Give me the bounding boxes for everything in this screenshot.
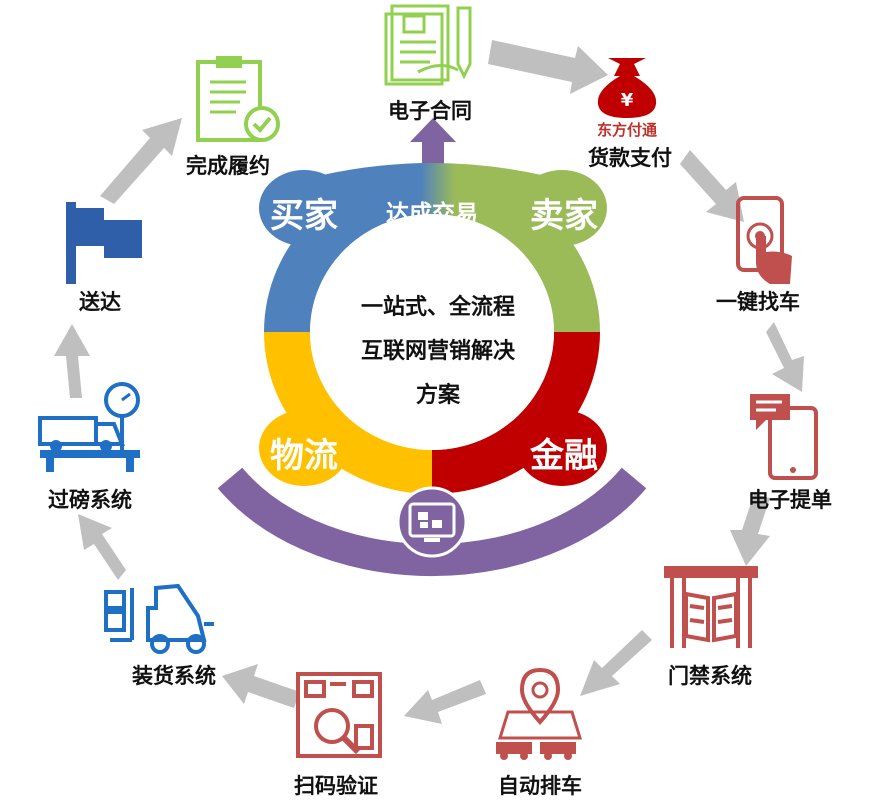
contract-icon bbox=[384, 4, 472, 86]
svg-text:¥: ¥ bbox=[621, 90, 634, 111]
flag-icon bbox=[66, 202, 142, 284]
monitor-icon bbox=[396, 486, 468, 558]
bubble-buyer bbox=[259, 170, 349, 246]
flow-arrow bbox=[488, 40, 608, 94]
ring-logistics bbox=[264, 332, 432, 494]
center-line-2: 互联网营销解决 bbox=[360, 339, 516, 364]
step-label-scan: 扫码验证 bbox=[294, 774, 378, 798]
deal-label: 达成交易 bbox=[386, 201, 478, 227]
money-bag-icon: ¥ bbox=[597, 58, 657, 118]
logistics-label: 物流 bbox=[270, 436, 338, 476]
seller-label: 卖家 bbox=[530, 196, 598, 236]
step-label-contract: 电子合同 bbox=[388, 99, 472, 123]
flow-arrow bbox=[54, 324, 90, 398]
ring bbox=[259, 163, 607, 494]
flow-arrow bbox=[222, 664, 300, 708]
platform-arc bbox=[217, 467, 647, 577]
flow-arrow bbox=[580, 630, 652, 696]
step-label-bill: 电子提单 bbox=[748, 488, 832, 512]
step-label-completed: 完成履约 bbox=[186, 154, 270, 178]
flow-arrow bbox=[100, 118, 182, 204]
cycle-arrows bbox=[54, 40, 804, 724]
flow-arrow bbox=[78, 514, 126, 580]
ring-finance bbox=[432, 332, 600, 494]
payment-brand: 东方付通 bbox=[596, 121, 658, 139]
step-label-delivered: 送达 bbox=[79, 290, 121, 314]
flow-arrow bbox=[730, 494, 770, 566]
qr-scan-icon bbox=[296, 672, 382, 758]
weighbridge-icon bbox=[38, 382, 140, 472]
step-label-weighbridge: 过磅系统 bbox=[48, 488, 132, 512]
center-line-1: 一站式、全流程 bbox=[360, 295, 516, 320]
gate-icon bbox=[664, 566, 758, 648]
truck-dispatch-icon bbox=[496, 667, 583, 760]
bubble-finance bbox=[517, 410, 607, 486]
up-arrow bbox=[410, 118, 456, 172]
flow-arrow bbox=[404, 680, 486, 724]
bubble-logistics bbox=[259, 410, 349, 486]
phone-tap-icon bbox=[736, 196, 792, 284]
flow-arrow bbox=[680, 150, 744, 222]
phone-message-icon bbox=[750, 394, 818, 480]
center-line-3: 方案 bbox=[415, 383, 461, 408]
step-label-dispatch: 自动排车 bbox=[498, 774, 582, 798]
finance-label: 金融 bbox=[530, 436, 598, 476]
step-label-loading: 装货系统 bbox=[132, 664, 216, 688]
deal-band bbox=[318, 163, 546, 236]
flow-arrow bbox=[766, 322, 804, 392]
clipboard-check-icon bbox=[196, 56, 280, 142]
step-label-find-car: 一键找车 bbox=[716, 290, 800, 314]
step-label-gate: 门禁系统 bbox=[668, 664, 752, 688]
step-label-payment: 货款支付 bbox=[588, 146, 672, 170]
buyer-label: 买家 bbox=[270, 196, 338, 236]
center-disc bbox=[310, 214, 554, 450]
bubble-seller bbox=[517, 170, 607, 246]
forklift-icon bbox=[104, 583, 214, 654]
